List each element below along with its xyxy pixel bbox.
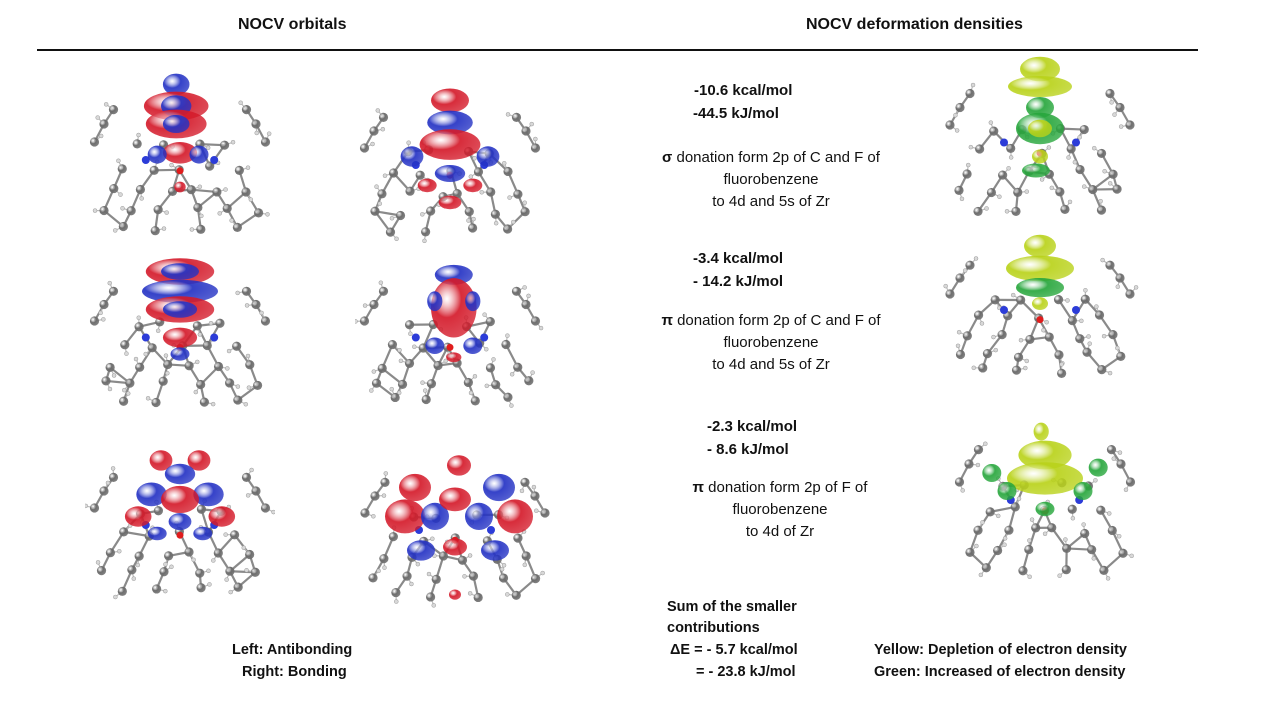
- caption-yellow-depletion: Yellow: Depletion of electron density: [874, 642, 1127, 658]
- pi-symbol: π: [692, 479, 705, 496]
- contribution-2-energy-kj: - 14.2 kJ/mol: [693, 273, 784, 290]
- contribution-1-desc-line2: fluorobenzene: [723, 171, 819, 188]
- contribution-3-desc-line2: fluorobenzene: [732, 501, 828, 518]
- sigma-symbol: σ: [662, 149, 673, 166]
- deformation-density-3-image: [954, 422, 1136, 581]
- contribution-2-desc-line1: donation form 2p of C and F of: [672, 312, 881, 329]
- nocv-orbital-1-antibonding-image: [89, 73, 272, 236]
- deformation-density-2-image: [943, 234, 1139, 378]
- contribution-1-description: σ donation form 2p of C and F of fluorob…: [640, 147, 902, 213]
- contribution-3-desc-line3: to 4d of Zr: [745, 523, 815, 540]
- contribution-3-desc-line1: donation form 2p of F of: [704, 479, 868, 496]
- pi-symbol: π: [661, 312, 673, 329]
- sum-delta-e-kcal: ΔE = - 5.7 kcal/mol: [670, 642, 798, 658]
- sum-line2: contributions: [667, 620, 760, 636]
- contribution-1-energy-kcal: -10.6 kcal/mol: [694, 82, 793, 99]
- header-nocv-orbitals: NOCV orbitals: [238, 16, 347, 33]
- nocv-orbital-3-bonding-image: [360, 455, 550, 608]
- nocv-orbital-2-antibonding-image: [89, 258, 271, 408]
- contribution-2-desc-line3: to 4d and 5s of Zr: [712, 356, 830, 373]
- contribution-1-desc-line1: donation form 2p of C and F of: [672, 149, 880, 166]
- nocv-orbital-3-antibonding-image: [85, 450, 275, 600]
- contribution-2-desc-line2: fluorobenzene: [723, 334, 819, 351]
- caption-left-antibonding: Left: Antibonding: [232, 642, 353, 658]
- contribution-1-energy-kj: -44.5 kJ/mol: [693, 105, 779, 122]
- header-rule: [37, 49, 1198, 51]
- nocv-orbital-2-bonding-image: [355, 264, 544, 408]
- nocv-orbital-1-bonding-image: [359, 88, 541, 244]
- header-nocv-deformation-densities: NOCV deformation densities: [806, 16, 1023, 33]
- contribution-2-description: π donation form 2p of C and F of fluorob…: [640, 310, 902, 376]
- contribution-1-desc-line3: to 4d and 5s of Zr: [712, 193, 830, 210]
- deformation-density-1-image: [945, 56, 1135, 217]
- contribution-3-description: π donation form 2p of F of fluorobenzene…: [660, 477, 900, 543]
- contribution-2-energy-kcal: -3.4 kcal/mol: [693, 250, 784, 267]
- sum-delta-e-kj: = - 23.8 kJ/mol: [696, 664, 796, 680]
- contribution-3-energy-kj: - 8.6 kJ/mol: [707, 441, 789, 458]
- caption-right-bonding: Right: Bonding: [242, 664, 347, 680]
- caption-green-increase: Green: Increased of electron density: [874, 664, 1126, 680]
- contribution-3-energy-kcal: -2.3 kcal/mol: [707, 418, 798, 435]
- sum-line1: Sum of the smaller: [667, 599, 797, 615]
